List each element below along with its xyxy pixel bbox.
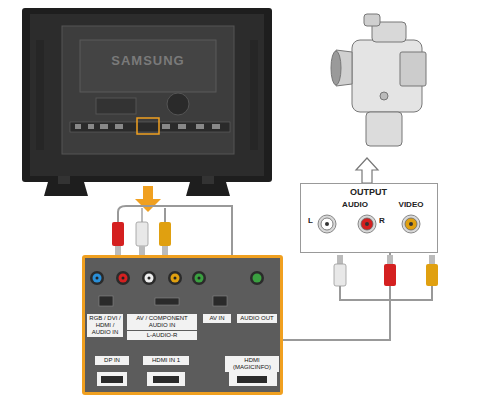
brand-label: SAMSUNG: [100, 53, 196, 68]
port-label: HDMI IN 1: [143, 356, 189, 365]
tv-side-plugs: [112, 222, 171, 258]
camcorder: [331, 14, 426, 146]
left-channel-label: L: [308, 216, 318, 225]
port-label: HDMI (MAGICINFO): [225, 356, 279, 372]
camera-side-cable: [340, 284, 432, 300]
port-label: DP IN: [95, 356, 129, 365]
av-cable: [283, 253, 390, 340]
camera-side-plugs: [334, 255, 438, 286]
port-label: RGB / DVI / HDMI / AUDIO IN: [87, 314, 123, 337]
output-arrow: [356, 158, 378, 183]
zoom-arrow: [135, 186, 161, 212]
monitor-back: [22, 8, 272, 196]
video-label: VIDEO: [391, 200, 431, 209]
port-label: AV / COMPONENT AUDIO IN: [127, 314, 197, 330]
port-label: L-AUDIO-R: [127, 331, 197, 340]
output-panel: OUTPUT AUDIO VIDEO L R: [300, 183, 438, 253]
right-channel-label: R: [379, 216, 389, 225]
port-label: AUDIO OUT: [237, 314, 277, 323]
port-label: AV IN: [203, 314, 231, 323]
audio-label: AUDIO: [335, 200, 375, 209]
tv-side-cable: [118, 206, 232, 262]
output-title: OUTPUT: [301, 187, 436, 197]
connector-panel: RGB / DVI / HDMI / AUDIO INAV / COMPONEN…: [82, 255, 283, 395]
